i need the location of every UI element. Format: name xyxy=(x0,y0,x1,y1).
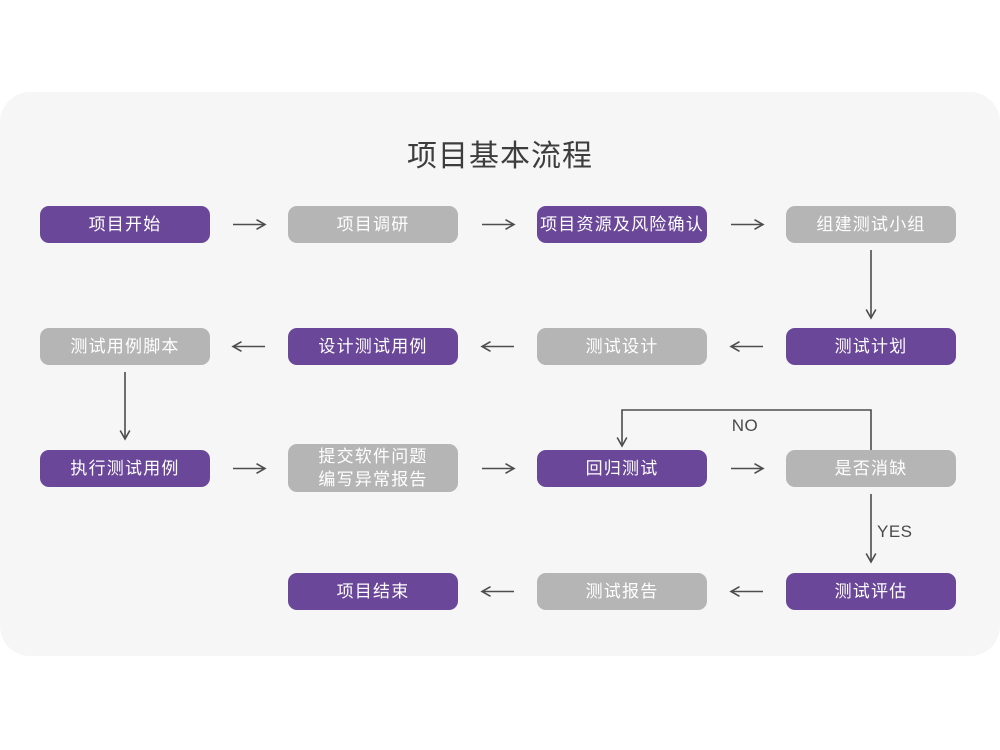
node-test-design: 测试设计 xyxy=(537,328,707,365)
node-label: 组建测试小组 xyxy=(816,215,926,234)
node-label: 测试计划 xyxy=(834,337,908,356)
node-build-test-team: 组建测试小组 xyxy=(786,206,956,243)
node-label: 是否消缺 xyxy=(834,459,908,478)
node-test-report: 测试报告 xyxy=(537,573,707,610)
flowchart-card xyxy=(0,92,1000,656)
node-test-evaluation: 测试评估 xyxy=(786,573,956,610)
node-project-end: 项目结束 xyxy=(288,573,458,610)
node-test-case-scripts: 测试用例脚本 xyxy=(40,328,210,365)
page-title: 项目基本流程 xyxy=(407,140,593,173)
node-label: 设计测试用例 xyxy=(318,337,428,356)
node-test-plan: 测试计划 xyxy=(786,328,956,365)
edge-label-no: NO xyxy=(731,416,759,435)
node-project-start: 项目开始 xyxy=(40,206,210,243)
node-label: 执行测试用例 xyxy=(70,459,180,478)
node-design-test-cases: 设计测试用例 xyxy=(288,328,458,365)
edge-label-yes: YES xyxy=(877,522,913,541)
node-defect-cleared: 是否消缺 xyxy=(786,450,956,487)
node-run-test-cases: 执行测试用例 xyxy=(40,450,210,487)
node-label: 项目调研 xyxy=(336,215,410,234)
node-label: 项目资源及风险确认 xyxy=(540,215,704,234)
node-label: 回归测试 xyxy=(585,459,659,478)
node-label: 提交软件问题 编写异常报告 xyxy=(318,447,428,489)
node-resource-risk: 项目资源及风险确认 xyxy=(537,206,707,243)
node-label: 测试评估 xyxy=(834,582,908,601)
node-project-research: 项目调研 xyxy=(288,206,458,243)
node-label: 项目开始 xyxy=(88,215,162,234)
node-label: 项目结束 xyxy=(336,582,410,601)
node-label: 测试用例脚本 xyxy=(70,337,180,356)
node-label: 测试报告 xyxy=(585,582,659,601)
node-regression-test: 回归测试 xyxy=(537,450,707,487)
node-label: 测试设计 xyxy=(585,337,659,356)
node-submit-issues-report: 提交软件问题 编写异常报告 xyxy=(288,444,458,492)
